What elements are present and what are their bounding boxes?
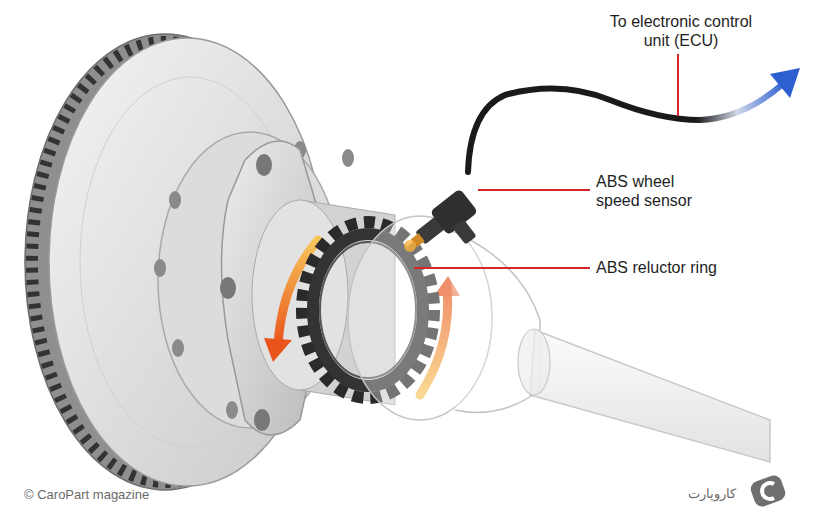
part-label: ABS reluctor ring — [596, 258, 796, 277]
copyright-note: © CaroPart magazine — [24, 487, 149, 503]
watermark: کاروپارت — [688, 486, 736, 502]
part-label: ABS wheel speed sensor — [596, 172, 706, 210]
ecu-label: To electronic control unit (ECU) — [606, 12, 756, 50]
